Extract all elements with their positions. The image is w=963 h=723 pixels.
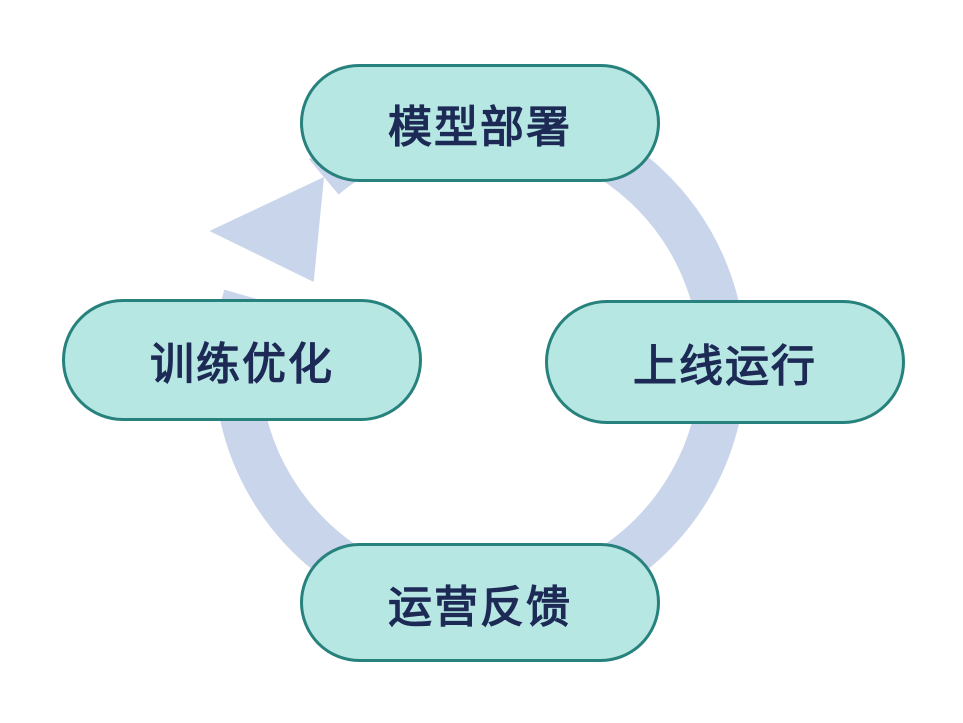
node-label: 训练优化 <box>150 339 334 390</box>
node-label: 模型部署 <box>388 102 572 153</box>
node-training-optimization: 训练优化 <box>62 299 422 421</box>
node-model-deployment: 模型部署 <box>300 64 660 182</box>
node-label: 运营反馈 <box>388 581 572 633</box>
node-online-operation: 上线运行 <box>545 300 905 424</box>
arrowhead-icon <box>209 177 324 282</box>
node-operations-feedback: 运营反馈 <box>300 543 660 662</box>
node-label: 上线运行 <box>633 341 817 392</box>
